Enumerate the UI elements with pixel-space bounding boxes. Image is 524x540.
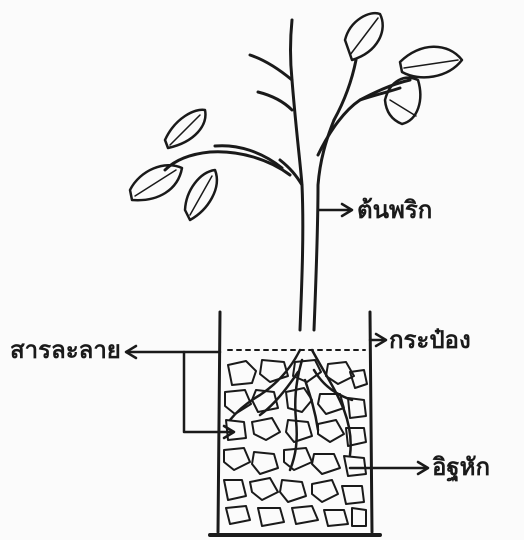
can-pointer: [370, 334, 386, 346]
brick-pointer: [350, 462, 428, 474]
can-outline: [210, 312, 380, 535]
label-broken-brick: อิฐหัก: [432, 455, 490, 479]
plant-roots: [230, 350, 352, 470]
stem-pointer: [318, 204, 352, 216]
label-can: กระป๋อง: [389, 328, 471, 352]
plant-branches: [165, 55, 410, 175]
label-chili-plant: ต้นพริก: [357, 198, 432, 222]
label-solution: สารละลาย: [10, 338, 121, 362]
